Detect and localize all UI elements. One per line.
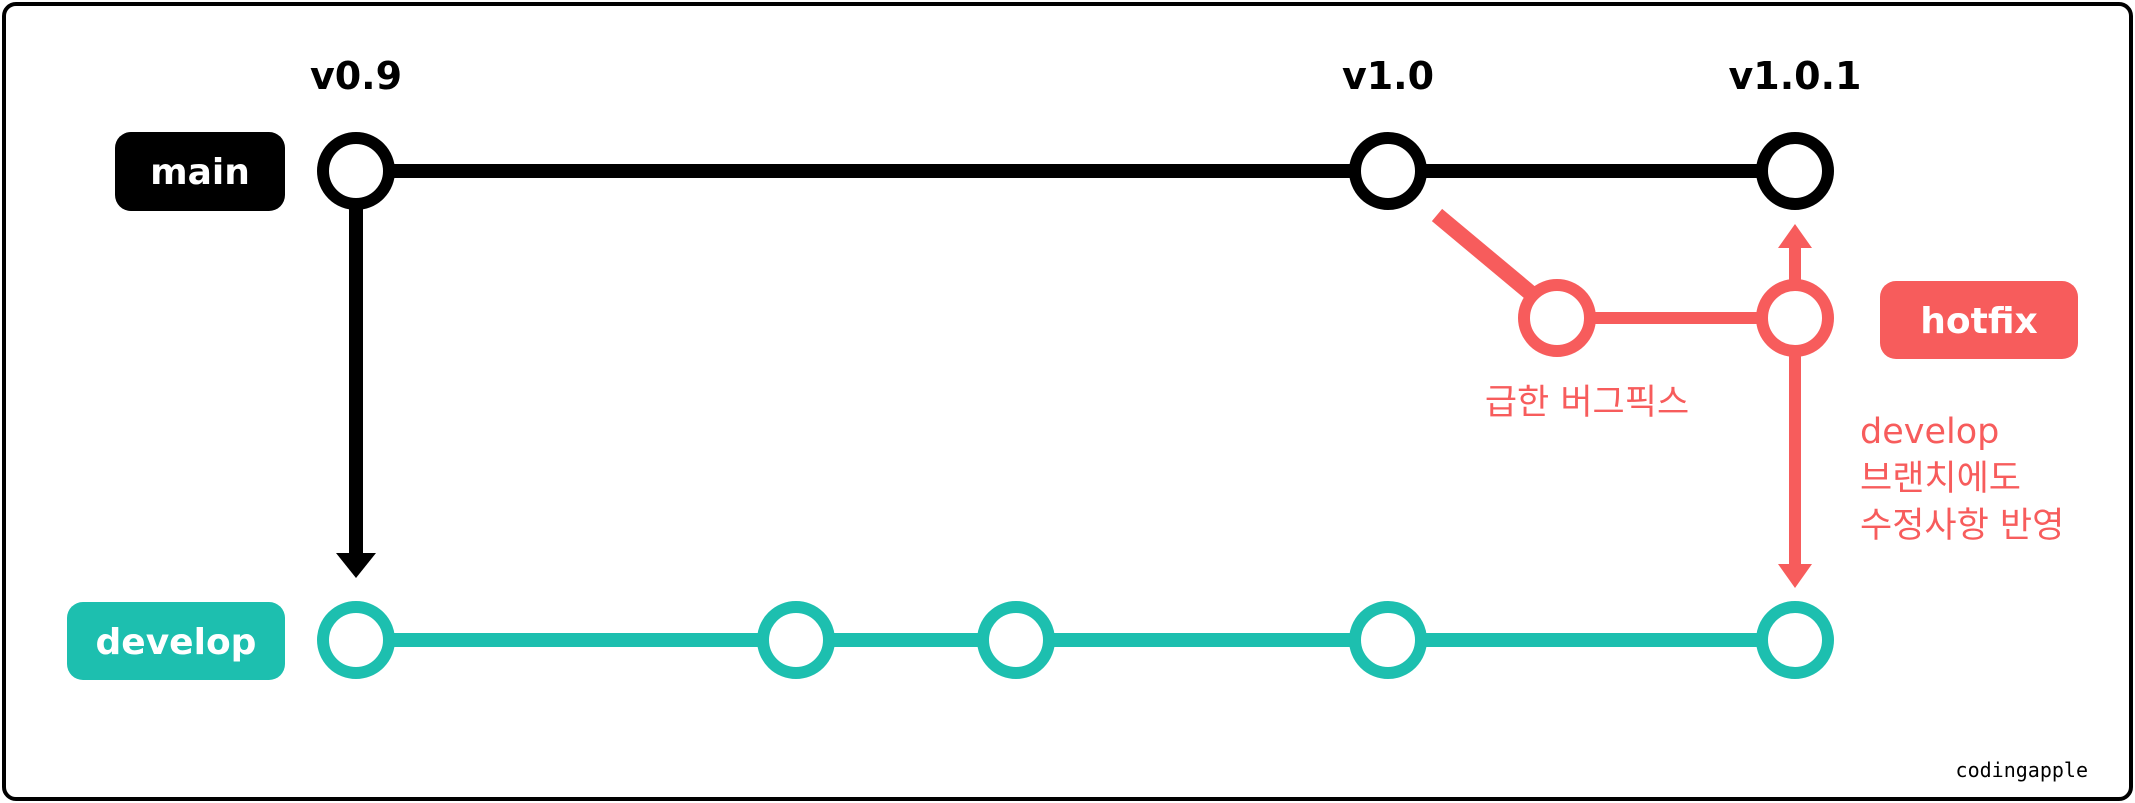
hotfix-to-main-arrowhead: [1778, 224, 1812, 248]
version-label-v10: v1.0: [1342, 54, 1434, 98]
develop-commit-2: [757, 601, 835, 679]
develop-reflect-annotation-line1: develop: [1860, 412, 1999, 452]
hotfix-branch-off-line: [1431, 208, 1546, 308]
version-label-v101: v1.0.1: [1729, 54, 1862, 98]
develop-commit-1: [317, 601, 395, 679]
develop-commit-4: [1349, 601, 1427, 679]
main-branch-label: main: [150, 152, 250, 193]
develop-reflect-annotation-line3: 수정사항 반영: [1860, 506, 2064, 546]
main-branch-badge: [115, 132, 285, 211]
hotfix-commit-2: [1756, 279, 1834, 357]
version-label-v09: v0.9: [310, 54, 402, 98]
hotfix-branch-badge: [1880, 281, 2078, 359]
main-to-develop-arrowhead: [336, 553, 376, 578]
develop-commit-5: [1756, 601, 1834, 679]
watermark: codingapple: [1956, 758, 2088, 782]
develop-reflect-annotation-line2: 브랜치에도: [1860, 459, 2021, 499]
hotfix-commit-1: [1518, 279, 1596, 357]
main-commit-v101: [1756, 132, 1834, 210]
main-commit-v10: [1349, 132, 1427, 210]
develop-branch-badge: [67, 602, 285, 680]
hotfix-branch-label: hotfix: [1920, 301, 2037, 342]
main-commit-v09: [317, 132, 395, 210]
bugfix-annotation: 급한 버그픽스: [1485, 383, 1689, 423]
develop-commit-3: [977, 601, 1055, 679]
develop-branch-label: develop: [96, 622, 257, 663]
hotfix-to-develop-arrowhead: [1778, 564, 1812, 588]
